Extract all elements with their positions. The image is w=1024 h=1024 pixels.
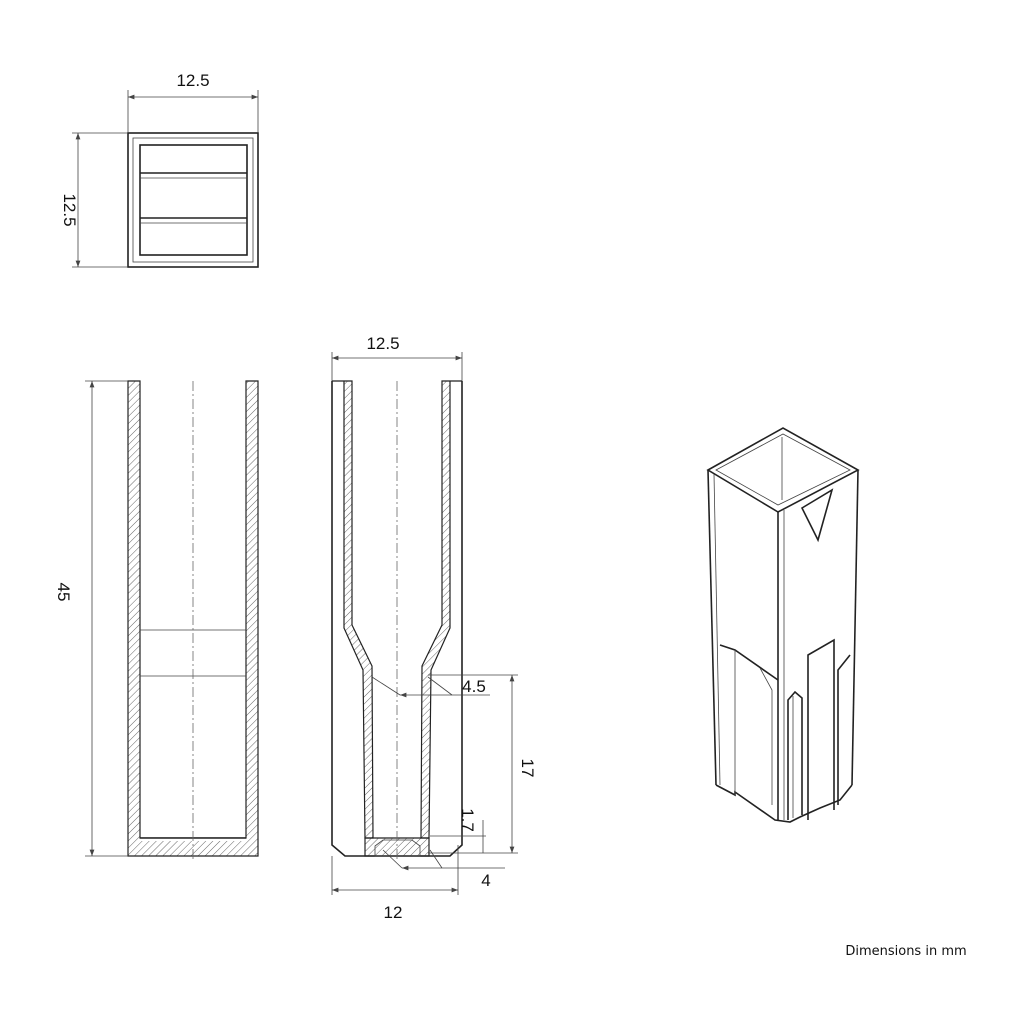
section-top-width-label: 12.5 <box>366 334 399 353</box>
isometric-view <box>706 427 860 823</box>
height-label: 45 <box>54 583 73 602</box>
window-width-label: 4.5 <box>462 677 486 696</box>
window-height-label: 17 <box>518 759 537 778</box>
top-depth-label: 12.5 <box>60 193 79 226</box>
units-note: Dimensions in mm <box>845 944 966 959</box>
base-width-label: 4 <box>481 871 490 890</box>
base-thickness-label: 1.7 <box>458 808 477 832</box>
top-width-label: 12.5 <box>176 71 209 90</box>
section-bottom-width-label: 12 <box>384 903 403 922</box>
side-view <box>85 380 259 862</box>
section-view <box>331 352 518 895</box>
top-view <box>72 90 259 268</box>
